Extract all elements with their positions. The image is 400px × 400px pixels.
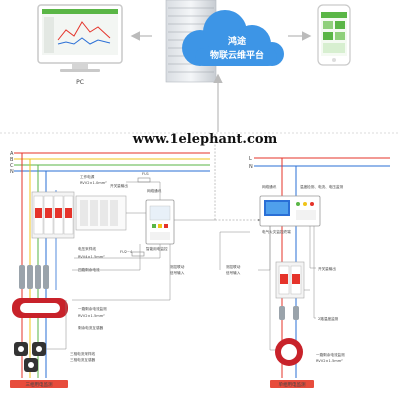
anno-linkage-left: 测控联动: [170, 264, 185, 269]
watermark-text: www.1elephant.com: [132, 132, 278, 147]
anno-rvv4-15: RVV4×1.5mm²: [78, 255, 105, 259]
anno-signal-input-left: 信号输入: [170, 270, 185, 275]
anno-network-right: 网络通讯: [262, 184, 277, 189]
phase-label-n-right: N: [249, 164, 253, 170]
right-residual-ct: [275, 338, 303, 366]
anno-rvv2-10: RVV2×1.0mm²: [80, 181, 107, 185]
anno-fu2-4: FU2~4: [120, 250, 133, 254]
left-bottom-label-bg: [10, 380, 68, 388]
cloud-title-line1: 鸿途: [228, 35, 247, 47]
anno-switch-output-right: 开关量输出: [318, 266, 336, 271]
right-bottom-label-bg: [270, 380, 314, 388]
anno-residual-ct: 剩余电流互感器: [78, 325, 104, 330]
phase-label-a: A: [10, 151, 14, 157]
left-residual-sensors: [19, 265, 49, 289]
anno-linkage-right: 测控联动: [226, 264, 241, 269]
anno-signal-input-right: 信号输入: [226, 270, 241, 275]
phase-label-c: C: [10, 163, 14, 169]
anno-work-power: 工作电源: [80, 174, 95, 179]
breaker-group: [31, 191, 75, 239]
fuse-fu1: [137, 177, 151, 183]
anno-network-left: 网络通讯: [147, 188, 162, 193]
phase-label-b: B: [10, 157, 14, 163]
anno-fu1: FU1: [142, 172, 149, 176]
cloud-platform-icon: [182, 10, 284, 66]
anno-one-residual-right: 一路剩余电流监测: [316, 352, 345, 357]
anno-voltage-sampling: 电压采样线: [78, 246, 96, 251]
pc-monitor-icon: [37, 4, 123, 72]
fuse-fu2: [131, 251, 145, 257]
right-bottom-label: 单相用电监测: [279, 381, 306, 388]
anno-fire-terminal: 电气火灾监控终端: [262, 229, 291, 234]
left-residual-ct: [12, 298, 68, 318]
anno-two-temp: 2路温度监测: [318, 316, 339, 321]
left-control-wiring: [72, 133, 261, 301]
anno-three-phase-ct: 三相电流互感器: [70, 357, 96, 362]
pc-label: PC: [76, 79, 84, 86]
anno-one-residual-left: 一路剩余电流监测: [78, 306, 107, 311]
cloud-title-line2: 物联云维平台: [210, 49, 264, 61]
left-ct-wiring: [46, 300, 67, 350]
anno-smart-monitor: 智能用电监控: [146, 246, 168, 251]
phase-label-l: L: [249, 156, 252, 162]
anno-four-residual: 四路剩余电流: [78, 267, 100, 272]
anno-switch-output-left: 开关量输出: [110, 183, 128, 188]
left-phase-lines: [14, 152, 210, 172]
smart-monitor-device: [145, 199, 175, 245]
phase-label-n: N: [10, 169, 14, 175]
mobile-phone-icon: [317, 4, 351, 66]
anno-three-phase-sampling: 三相电流采样线: [70, 351, 96, 356]
anno-rvv2-15-right: RVV2×1.5mm²: [316, 359, 343, 363]
anno-temp-current-voltage: 温度检测、电流、电压监测: [300, 184, 344, 189]
left-bottom-label: 三相用电监测: [26, 381, 53, 388]
right-breaker: [275, 261, 305, 299]
right-temp-sensors: [279, 306, 299, 320]
terminal-block: [75, 195, 127, 231]
fire-monitor-terminal: [259, 195, 321, 227]
anno-rvv2-15-left: RVV2×1.5mm²: [78, 314, 105, 318]
three-phase-cts: [14, 342, 46, 372]
